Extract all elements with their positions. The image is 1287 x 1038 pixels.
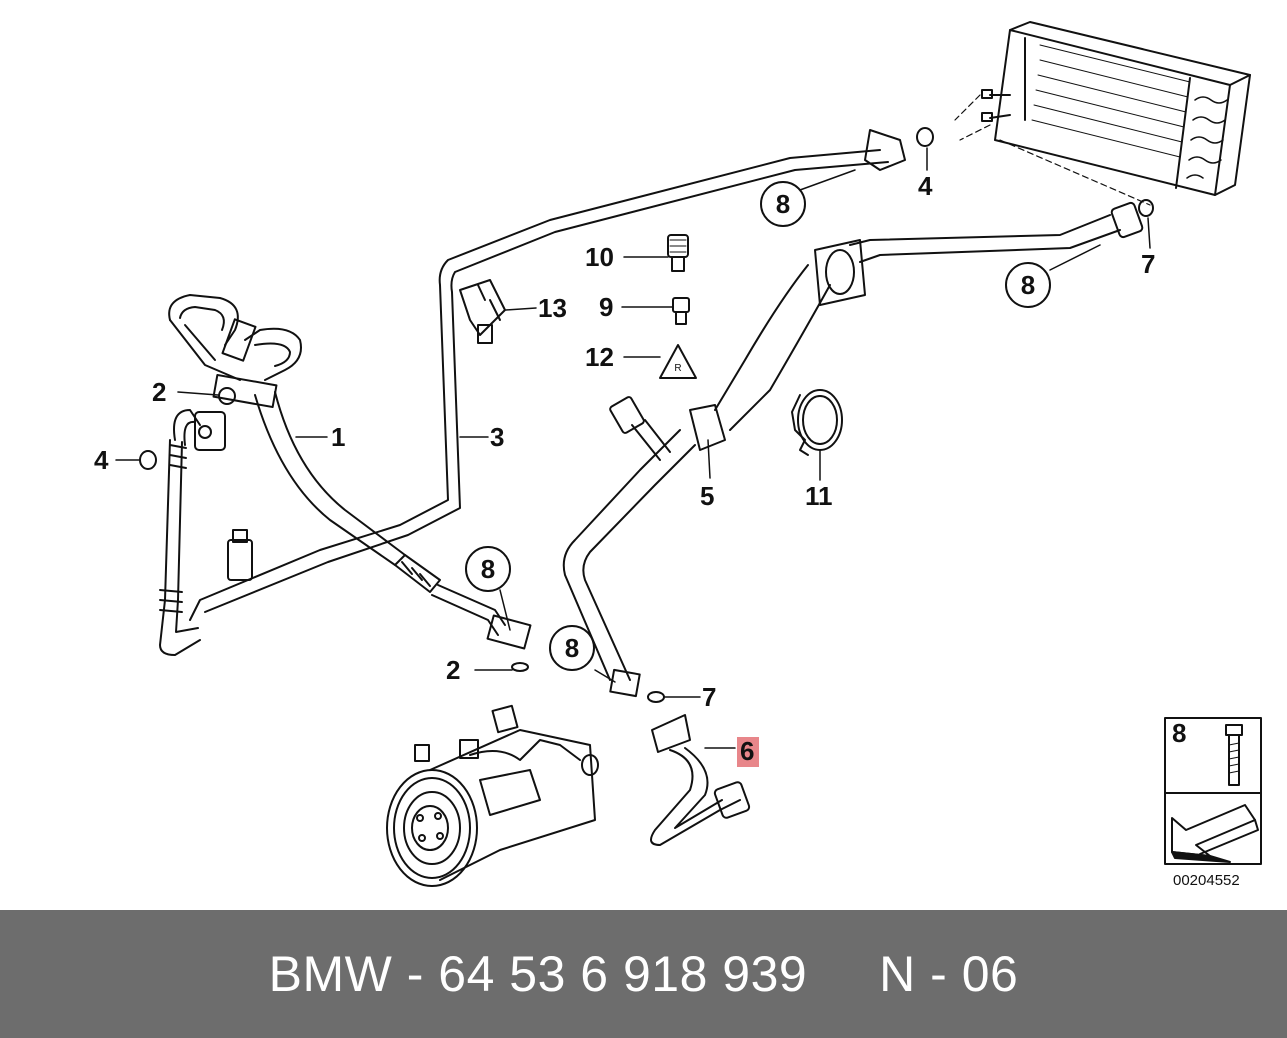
callout-10: 10 — [585, 242, 614, 272]
callout-6: 6 — [740, 736, 754, 766]
footer-bar: BMW - 64 53 6 918 939 N - 06 — [0, 910, 1287, 1038]
legend-label: 8 — [1172, 718, 1186, 748]
part-number-text: BMW - 64 53 6 918 939 N - 06 — [268, 946, 1019, 1002]
o-ring-4-top — [916, 127, 934, 147]
leader-lines — [115, 169, 1101, 749]
callout-circle-8-b — [1005, 262, 1051, 308]
callout-circle-8-d — [549, 625, 595, 671]
callout-13: 13 — [538, 293, 567, 323]
callout-3: 3 — [490, 422, 504, 452]
part-9-drawing — [672, 297, 690, 325]
reference-number: 00204552 — [1173, 872, 1240, 889]
callout-8-a: 8 — [776, 189, 790, 219]
callout-7-top: 7 — [1141, 249, 1155, 279]
legend-box — [1164, 717, 1262, 865]
callout-12: 12 — [585, 342, 614, 372]
callout-8-d: 8 — [565, 633, 579, 663]
compressor-drawing — [386, 704, 599, 887]
callout-4-left: 4 — [94, 445, 109, 475]
callout-7-bottom: 7 — [702, 682, 716, 712]
ac-refrigerant-lines-diagram: R — [94, 21, 1262, 889]
highlight-box — [737, 737, 759, 767]
pipe-4-drawing — [159, 409, 253, 656]
callout-4-top: 4 — [918, 171, 933, 201]
callout-2-left: 2 — [152, 377, 166, 407]
callout-2-bottom: 2 — [446, 655, 460, 685]
callout-8-c: 8 — [481, 554, 495, 584]
callout-circle-8-c — [465, 546, 511, 592]
svg-text:R: R — [674, 363, 681, 374]
callout-1: 1 — [331, 422, 345, 452]
evaporator-drawing — [954, 21, 1251, 206]
callout-11: 11 — [805, 481, 833, 511]
part-11-clamp-drawing — [791, 389, 843, 456]
callout-8-b: 8 — [1021, 270, 1035, 300]
hose-1-drawing — [168, 294, 532, 672]
part-10-drawing — [667, 234, 689, 272]
o-ring-7-top — [1138, 199, 1154, 217]
pipe-3-drawing — [189, 129, 906, 621]
callout-circle-8-a — [760, 181, 806, 227]
part-12-warning-label: R — [659, 344, 697, 379]
arrow-icon — [1171, 804, 1259, 863]
callout-9: 9 — [599, 292, 613, 322]
callout-5: 5 — [700, 481, 714, 511]
hose-5-drawing — [562, 201, 1144, 703]
pipe-6-drawing — [650, 714, 751, 846]
part-13-drawing — [459, 279, 506, 344]
